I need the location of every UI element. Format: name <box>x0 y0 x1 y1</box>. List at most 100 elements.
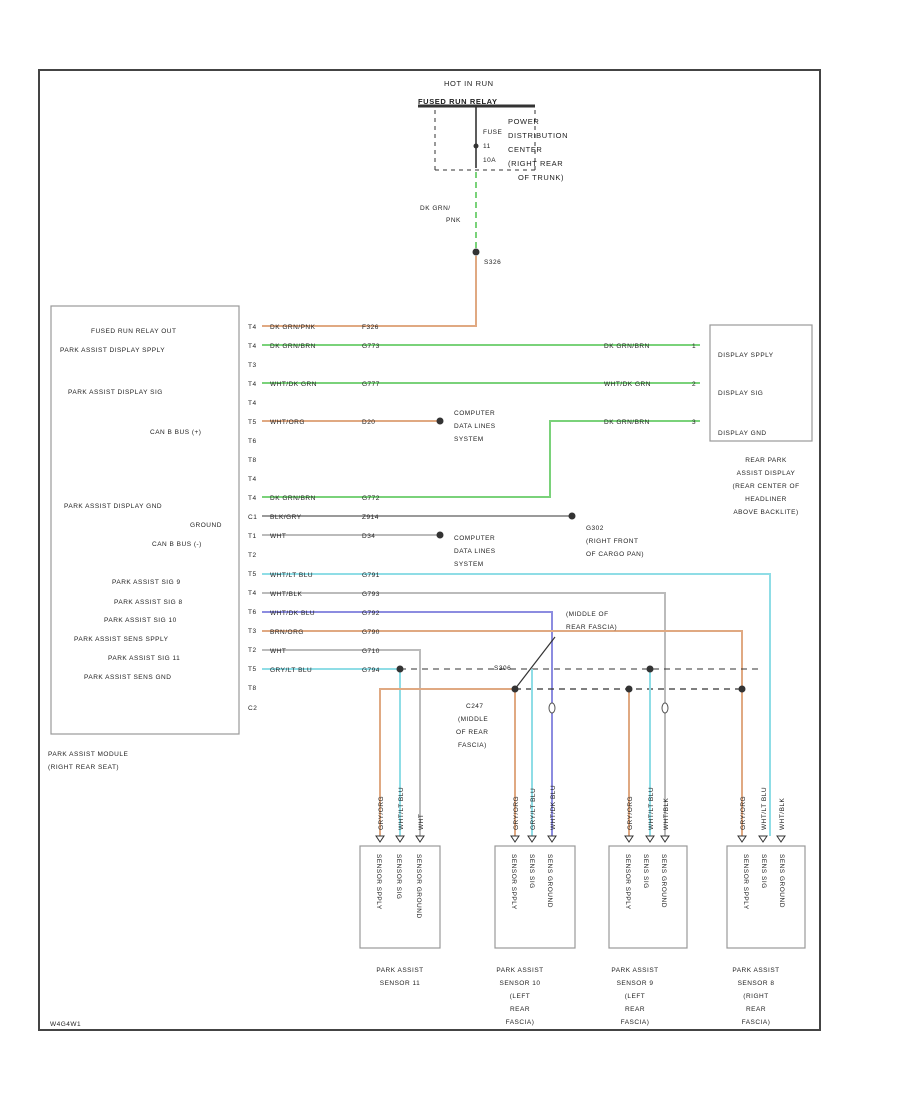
w1-circuit: F326 <box>362 324 379 331</box>
s10-name-0: PARK ASSIST <box>496 967 543 974</box>
s11-name-1: SENSOR 11 <box>380 980 421 987</box>
display-label-gnd: DISPLAY GND <box>718 430 767 437</box>
w12-color: WHT <box>270 648 286 655</box>
s8-pin-2: SENS GROUND <box>778 854 785 908</box>
wire-g710 <box>262 649 421 836</box>
w7-circuit: D34 <box>362 533 375 540</box>
sensor-11-box <box>359 845 441 949</box>
wire-g772 <box>262 420 700 498</box>
hot-in-run-label: HOT IN RUN <box>444 79 494 88</box>
fuse-amperage: 10A <box>483 157 496 164</box>
pin-7: T8 <box>248 457 257 464</box>
c247-line-1: C247 <box>466 703 484 710</box>
s8-arrow-0 <box>737 835 747 843</box>
middle-rear-fascia-line-2: REAR FASCIA) <box>566 624 617 631</box>
ground-g302-line-2: (RIGHT FRONT <box>586 538 638 545</box>
sensor-wire-labels: WHT/LT BLU G791 WHT/BLK G793 WHT/DK BLU … <box>270 572 380 674</box>
s8-pin-0: SENSOR SPPLY <box>742 854 749 910</box>
s10-name-3: REAR <box>510 1006 530 1013</box>
connector-marker-c247-b <box>661 702 669 714</box>
s10-name-1: SENSOR 10 <box>500 980 541 987</box>
splice-dot-sensor-9-sig <box>646 665 654 673</box>
s10-name-2: (LEFT <box>510 993 531 1000</box>
fuse-label: FUSE <box>483 129 503 136</box>
label-sens-spply: PARK ASSIST SENS SPPLY <box>74 636 169 643</box>
display-name-line-2: ASSIST DISPLAY <box>737 470 796 477</box>
display-wire-sig: WHT/DK GRN <box>604 381 651 388</box>
wire-g792 <box>262 611 553 836</box>
pin-4: T4 <box>248 400 257 407</box>
pin-5: T5 <box>248 419 257 426</box>
sensor-8: GRY/ORG WHT/LT BLU WHT/BLK SENSOR SPPLY … <box>726 787 806 1026</box>
ground-g302-line-1: G302 <box>586 525 604 532</box>
pin-1: T4 <box>248 343 257 350</box>
module-pin-labels: FUSED RUN RELAY OUT PARK ASSIST DISPLAY … <box>60 328 222 681</box>
c247-line-4: FASCIA) <box>458 742 487 749</box>
rear-park-assist-display-box <box>709 324 813 442</box>
s8-pin-1: SENS SIG <box>760 854 767 889</box>
pin-11: T1 <box>248 533 257 540</box>
s9-arrow-1 <box>645 835 655 843</box>
s8-wire-2: WHT/BLK <box>779 797 786 830</box>
pdc-location-line-2: DISTRIBUTION <box>508 131 568 140</box>
s8-arrow-1 <box>758 835 768 843</box>
label-display-spply: PARK ASSIST DISPLAY SPPLY <box>60 347 165 354</box>
display-wire-gnd: DK GRN/BRN <box>604 419 650 426</box>
s8-name-4: FASCIA) <box>742 1019 771 1026</box>
label-ground: GROUND <box>190 522 222 529</box>
s10-pin-1: SENS SIG <box>528 854 535 889</box>
data-lines-dot-2 <box>436 531 444 539</box>
fused-run-relay-label: FUSED RUN RELAY <box>418 97 498 106</box>
s9-pin-0: SENSOR SPPLY <box>624 854 631 910</box>
s9-name-3: REAR <box>625 1006 645 1013</box>
s8-name-0: PARK ASSIST <box>732 967 779 974</box>
display-name-line-5: ABOVE BACKLITE) <box>733 509 798 516</box>
data-lines-1-line-1: COMPUTER <box>454 410 495 417</box>
w10-color: WHT/DK BLU <box>270 610 315 617</box>
w13-color: GRY/LT BLU <box>270 667 312 674</box>
s10-wire-2: WHT/DK BLU <box>550 785 557 830</box>
fascia-splice-left-label: S306 <box>494 665 511 672</box>
s11-wire-0: GRY/ORG <box>378 796 385 830</box>
s9-name-2: (LEFT <box>625 993 646 1000</box>
display-wire-spply: DK GRN/BRN <box>604 343 650 350</box>
w4-circuit: D20 <box>362 419 375 426</box>
pin-17: T2 <box>248 647 257 654</box>
w8-color: WHT/LT BLU <box>270 572 313 579</box>
splice-dot-sensor-11-sig <box>396 665 404 673</box>
pin-6: T6 <box>248 438 257 445</box>
display-name-line-1: REAR PARK <box>745 457 787 464</box>
data-lines-2-line-2: DATA LINES <box>454 548 496 555</box>
s11-arrow-1 <box>395 835 405 843</box>
data-lines-dot-1 <box>436 417 444 425</box>
display-name-line-3: (REAR CENTER OF <box>732 483 799 490</box>
ground-g302-dot <box>568 512 576 520</box>
w2-circuit: G773 <box>362 343 380 350</box>
feed-wire-color-1: DK GRN/ <box>420 205 451 212</box>
s11-wire-1: WHT/LT BLU <box>398 787 405 830</box>
pin-10: C1 <box>248 514 257 521</box>
w4-color: WHT/ORG <box>270 419 305 426</box>
s8-name-1: SENSOR 8 <box>738 980 775 987</box>
s9-pin-2: SENS GROUND <box>660 854 667 908</box>
display-pin-spply: 1 <box>692 343 696 350</box>
diagram-frame <box>38 69 821 1031</box>
pin-15: T6 <box>248 609 257 616</box>
w1-color: DK GRN/PNK <box>270 324 316 331</box>
sensor-10: GRY/ORG GRY/LT BLU WHT/DK BLU SENSOR SPP… <box>494 785 576 1026</box>
s10-arrow-0 <box>510 835 520 843</box>
pin-16: T3 <box>248 628 257 635</box>
display-wire-labels: DK GRN/PNK F326 DK GRN/BRN G773 WHT/DK G… <box>270 324 380 540</box>
display-label-sig: DISPLAY SIG <box>718 390 763 397</box>
c247-line-2: (MIDDLE <box>458 716 488 723</box>
pdc-location-line-5: OF TRUNK) <box>518 173 564 182</box>
w2-color: DK GRN/BRN <box>270 343 316 350</box>
branch-sensor-11-spply <box>379 688 515 836</box>
c247-line-3: OF REAR <box>456 729 488 736</box>
splice-dot-sensor-9-spply <box>625 685 633 693</box>
fuse-pin-dot <box>473 143 479 149</box>
wire-f326 <box>262 256 477 327</box>
s8-name-2: (RIGHT <box>743 993 768 1000</box>
w12-circuit: G710 <box>362 648 380 655</box>
